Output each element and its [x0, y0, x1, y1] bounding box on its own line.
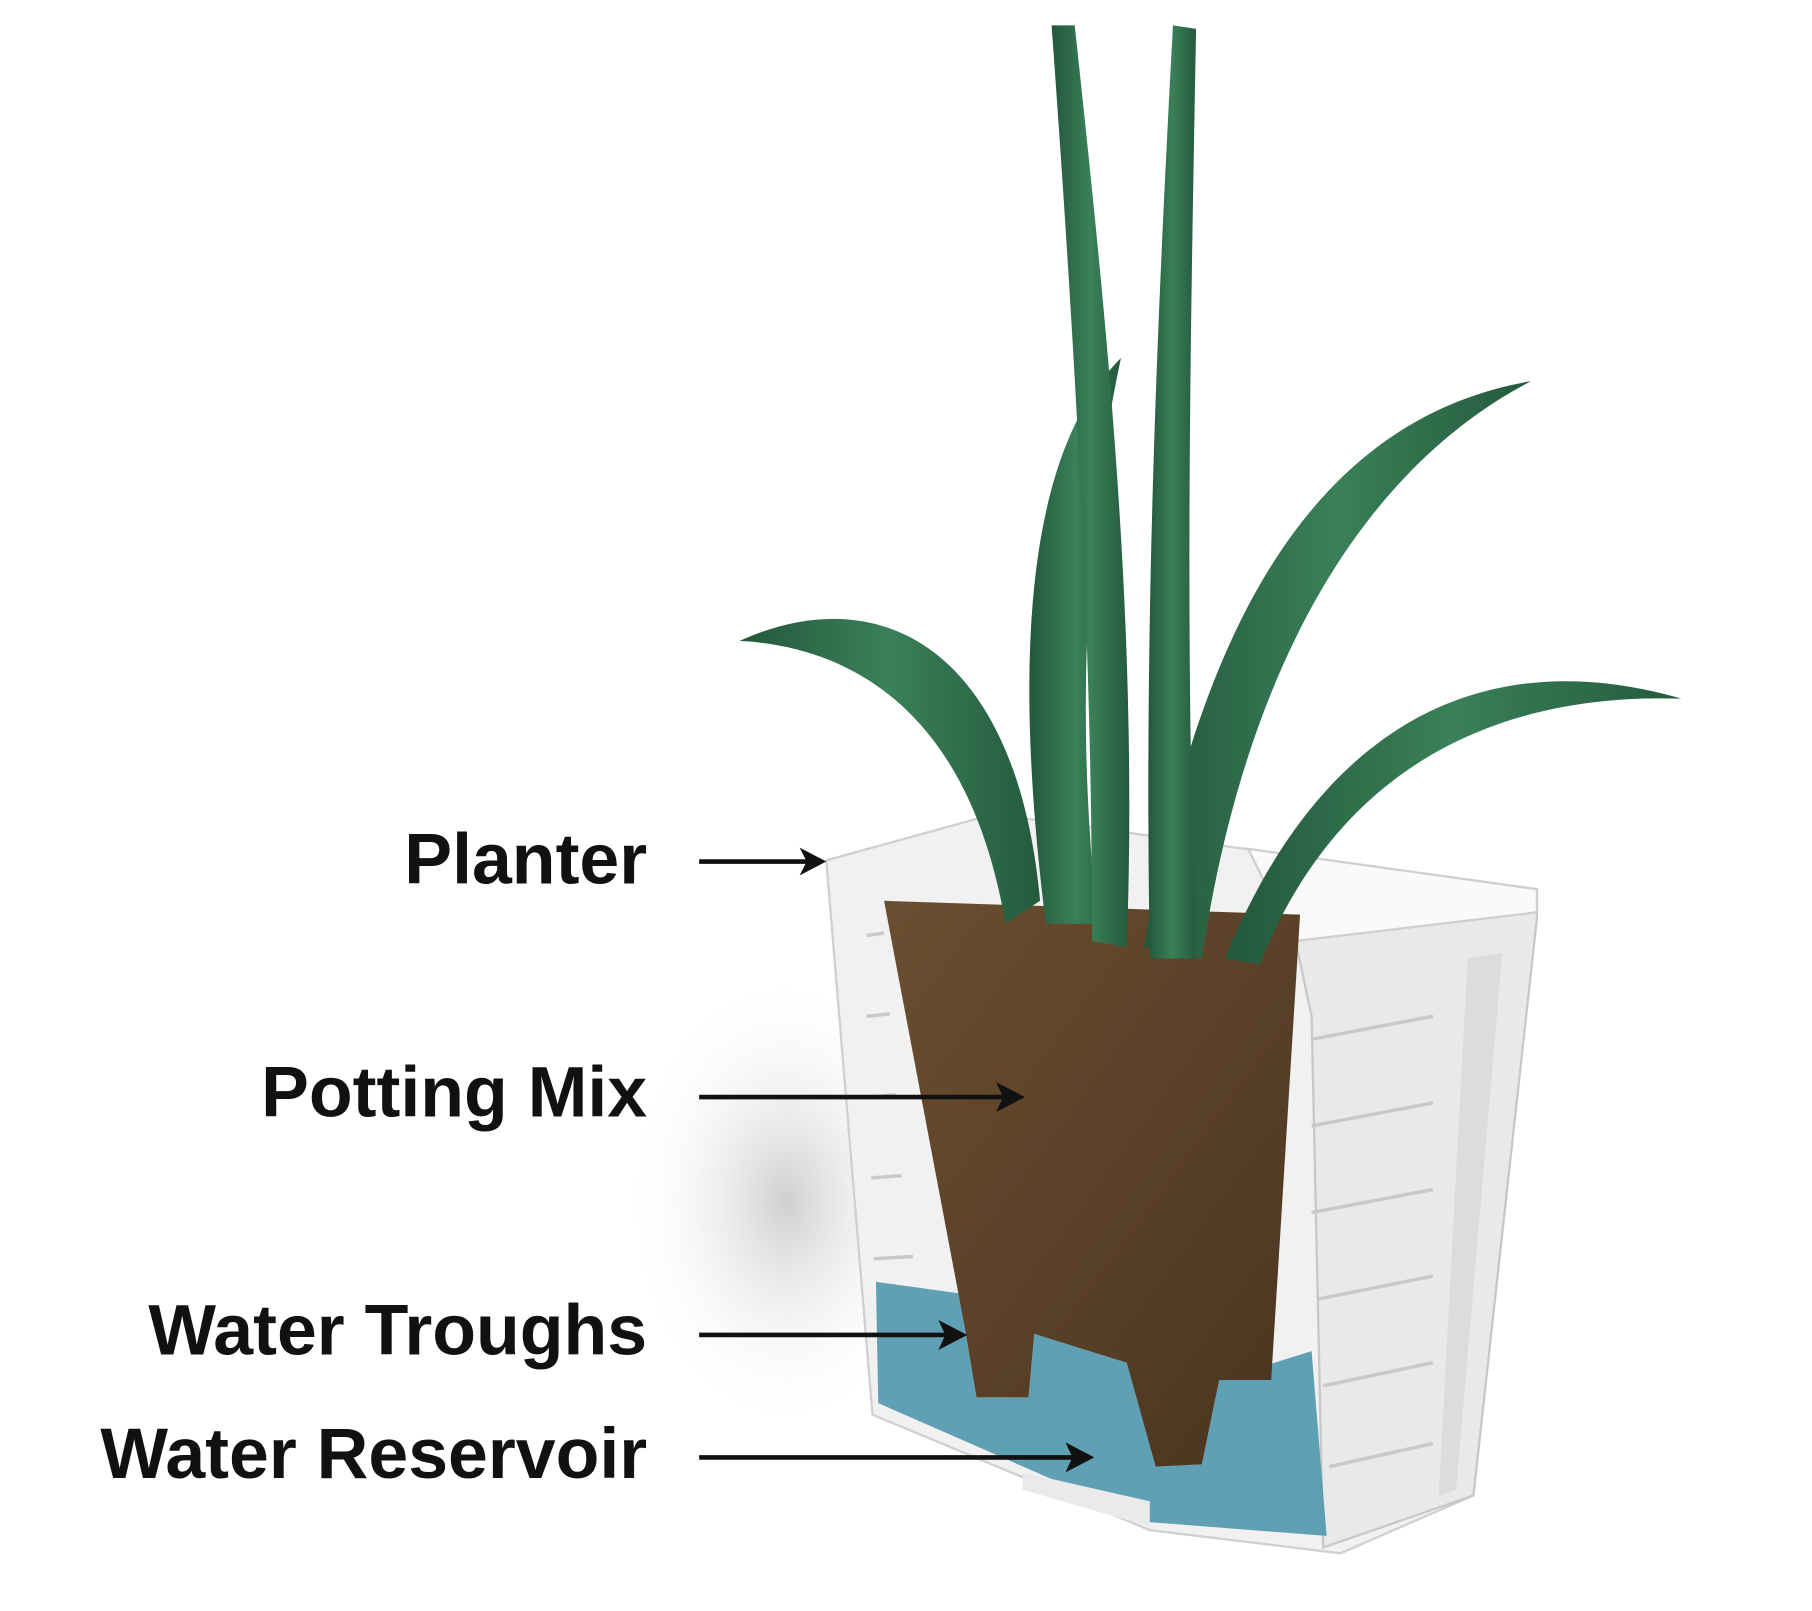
- arrowhead-icon: [996, 1082, 1026, 1113]
- label-planter-text: Planter: [404, 819, 647, 899]
- reservoir-floor: [1022, 1472, 1150, 1527]
- label-potting-mix: Potting Mix: [261, 1053, 1026, 1133]
- label-water-reservoir-text: Water Reservoir: [100, 1414, 647, 1494]
- label-water-troughs-text: Water Troughs: [148, 1291, 647, 1371]
- label-potting-mix-text: Potting Mix: [261, 1053, 647, 1133]
- arrowhead-icon: [1065, 1442, 1095, 1473]
- plant-leaves: [739, 25, 1682, 965]
- potting-mix: [884, 900, 1301, 1467]
- arrowhead-icon: [938, 1319, 968, 1351]
- planter-ribs: [866, 931, 1434, 1469]
- label-planter: Planter: [404, 819, 827, 899]
- label-water-troughs: Water Troughs: [148, 1291, 968, 1371]
- water-reservoir: [875, 1281, 1327, 1536]
- arrowhead-icon: [799, 847, 827, 876]
- label-water-reservoir: Water Reservoir: [100, 1414, 1095, 1494]
